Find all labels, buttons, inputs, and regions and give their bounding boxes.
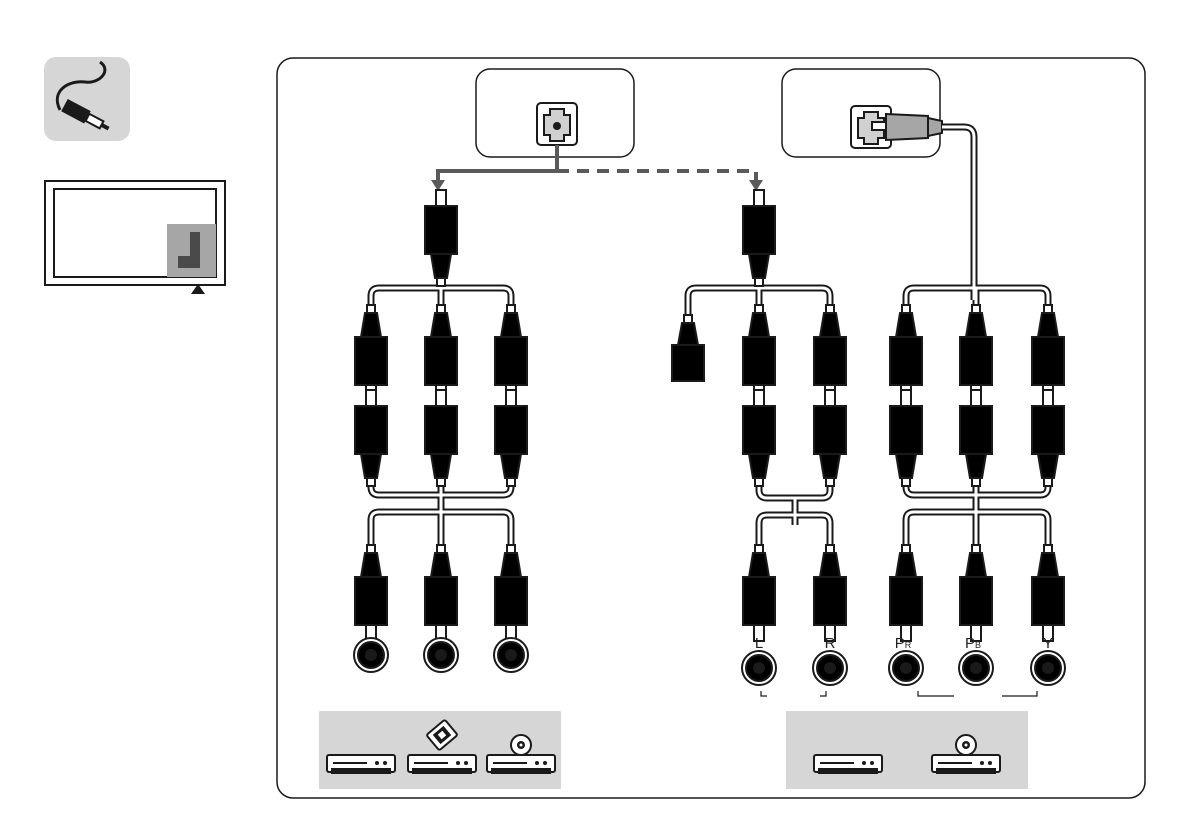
label-l: L xyxy=(755,635,763,652)
port-box-component-in xyxy=(782,69,942,157)
jack-video xyxy=(354,638,388,672)
vcr-player-icon xyxy=(327,755,395,774)
vcr-player-icon xyxy=(814,755,882,774)
cable-icon xyxy=(44,57,130,141)
jack-y xyxy=(1031,651,1065,685)
jack-pr xyxy=(889,651,923,685)
jack-r xyxy=(813,651,847,685)
jack-audio-l xyxy=(424,638,458,672)
jack-l xyxy=(742,651,776,685)
device-panel-component xyxy=(786,711,1028,789)
jack-audio-r xyxy=(494,638,528,672)
label-y: Y xyxy=(1043,635,1053,652)
av-in-jack-icon xyxy=(537,103,577,145)
tv-back-panel-icon xyxy=(45,181,225,294)
port-box-av-in xyxy=(476,69,634,157)
label-r: R xyxy=(825,635,836,652)
device-panel-av xyxy=(319,711,561,789)
connection-panel xyxy=(277,58,1145,798)
jack-pb xyxy=(959,651,993,685)
